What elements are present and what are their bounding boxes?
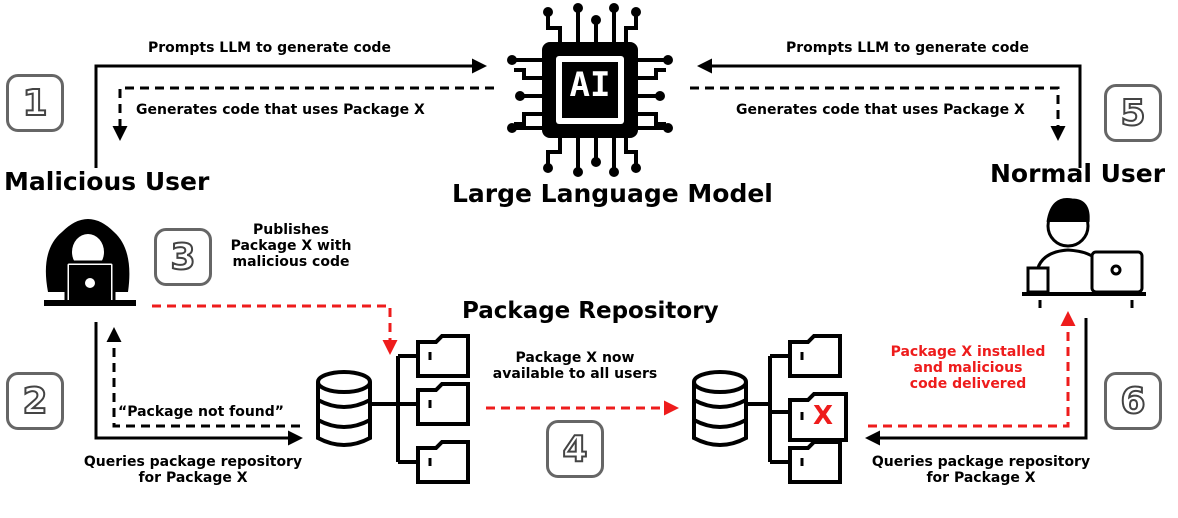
label-available: Package X now available to all users	[492, 350, 658, 383]
database-icon-left	[316, 370, 372, 447]
folder-tree-left	[372, 334, 470, 484]
label-publish: Publishes Package X with malicious code	[230, 222, 352, 271]
label-not-found: “Package not found”	[118, 404, 284, 420]
arrow-generate-left	[112, 86, 494, 141]
step-2-badge: 2	[6, 372, 64, 430]
folder-tree-right	[748, 334, 848, 484]
repository-title: Package Repository	[462, 298, 719, 324]
arrow-publish	[152, 304, 398, 355]
step-6-badge: 6	[1104, 372, 1162, 430]
arrow-prompt-right	[697, 58, 1082, 168]
arrow-not-found	[106, 327, 300, 428]
normal-user-title: Normal User	[990, 159, 1166, 188]
label-prompt-left: Prompts LLM to generate code	[148, 40, 391, 56]
label-installed: Package X installed and malicious code d…	[890, 344, 1046, 393]
hacker-icon	[44, 219, 136, 306]
label-query-right: Queries package repository for Package X	[871, 454, 1091, 487]
arrow-query-left	[94, 322, 303, 446]
step-1-badge: 1	[6, 74, 64, 132]
arrow-install	[868, 311, 1076, 428]
label-query-left: Queries package repository for Package X	[83, 454, 303, 487]
normal-user-icon	[1022, 197, 1146, 308]
label-generate-left: Generates code that uses Package X	[136, 102, 425, 118]
step-5-badge: 5	[1104, 84, 1162, 142]
label-generate-right: Generates code that uses Package X	[736, 102, 1025, 118]
arrow-generate-right	[690, 86, 1066, 141]
step-3-badge: 3	[154, 228, 212, 286]
arrow-prompt-left	[94, 58, 487, 168]
database-icon-right	[692, 370, 748, 447]
arrow-query-right	[865, 318, 1088, 446]
arrows	[94, 58, 1088, 446]
ai-chip-label: AI	[569, 65, 611, 105]
label-prompt-right: Prompts LLM to generate code	[786, 40, 1029, 56]
llm-title: Large Language Model	[452, 179, 773, 208]
infected-package-mark: X	[813, 401, 834, 431]
malicious-user-title: Malicious User	[4, 167, 210, 196]
step-4-badge: 4	[546, 420, 604, 478]
ai-chip-icon	[507, 3, 673, 177]
